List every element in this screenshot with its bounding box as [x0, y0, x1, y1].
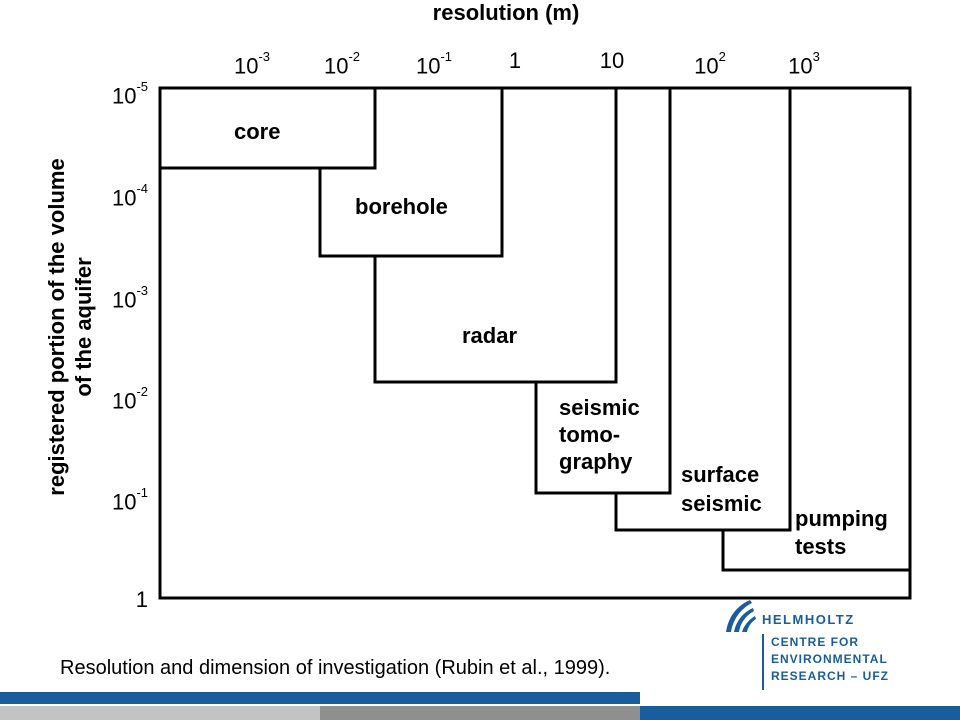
y-tick-1e-1: 10-1 [111, 485, 148, 515]
logo-line-2: ENVIRONMENTAL [771, 652, 888, 666]
radar-region-outline [373, 88, 618, 384]
label-radar: radar [462, 323, 518, 348]
diagram-title: resolution (m) [432, 0, 580, 25]
label-seismic-tomography-line-1: seismic [559, 395, 640, 420]
logo-line-3: RESEARCH – UFZ [771, 669, 890, 683]
label-pumping-tests-line-1: pumping [795, 506, 888, 531]
footer-bar-mid [320, 706, 640, 720]
footer-bar-dark [640, 706, 960, 720]
label-surface-seismic: surface seismic [681, 460, 762, 518]
outer-frame [158, 86, 912, 600]
label-surface-seismic-line-1: surface [681, 462, 760, 487]
footer-bar-blue [0, 692, 640, 704]
pumping-tests-region-outline [721, 530, 910, 572]
y-tick-1e-5: 10-5 [111, 79, 148, 109]
x-tick-1: 1 [508, 48, 522, 73]
helmholtz-logo-icon [726, 600, 756, 632]
logo-line-1: CENTRE FOR [771, 635, 859, 649]
label-pumping-tests: pumping tests [795, 505, 888, 561]
x-tick-1e-3: 10-3 [233, 49, 271, 79]
x-tick-1e2: 102 [694, 49, 726, 79]
x-tick-10: 10 [599, 48, 625, 73]
x-tick-1e3: 103 [788, 49, 820, 79]
seismic-tomography-region-outline [534, 88, 672, 495]
label-borehole: borehole [355, 194, 448, 219]
logo-divider [762, 634, 764, 690]
label-core: core [234, 119, 281, 144]
y-tick-1e-3: 10-3 [111, 283, 148, 313]
label-seismic-tomography-line-3: graphy [559, 449, 633, 474]
logo-subtitle: CENTRE FOR ENVIRONMENTAL RESEARCH – UFZ [771, 634, 889, 685]
y-tick-1e-2: 10-2 [111, 384, 148, 414]
core-region-outline [160, 88, 377, 170]
figure-caption: Resolution and dimension of investigatio… [60, 657, 611, 679]
x-tick-1e-2: 10-2 [323, 49, 361, 79]
y-tick-1: 1 [135, 587, 148, 612]
footer-bar-light [0, 706, 320, 720]
logo-name: HELMHOLTZ [762, 612, 855, 627]
label-seismic-tomography-line-2: tomo- [559, 422, 621, 447]
label-seismic-tomography: seismic tomo- graphy [559, 394, 640, 475]
borehole-region-outline [318, 88, 504, 258]
x-tick-1e-1: 10-1 [415, 49, 453, 79]
y-tick-1e-4: 10-4 [111, 181, 148, 211]
surface-seismic-region-outline [614, 88, 792, 532]
label-pumping-tests-line-2: tests [795, 534, 847, 559]
label-surface-seismic-line-2: seismic [681, 491, 762, 516]
